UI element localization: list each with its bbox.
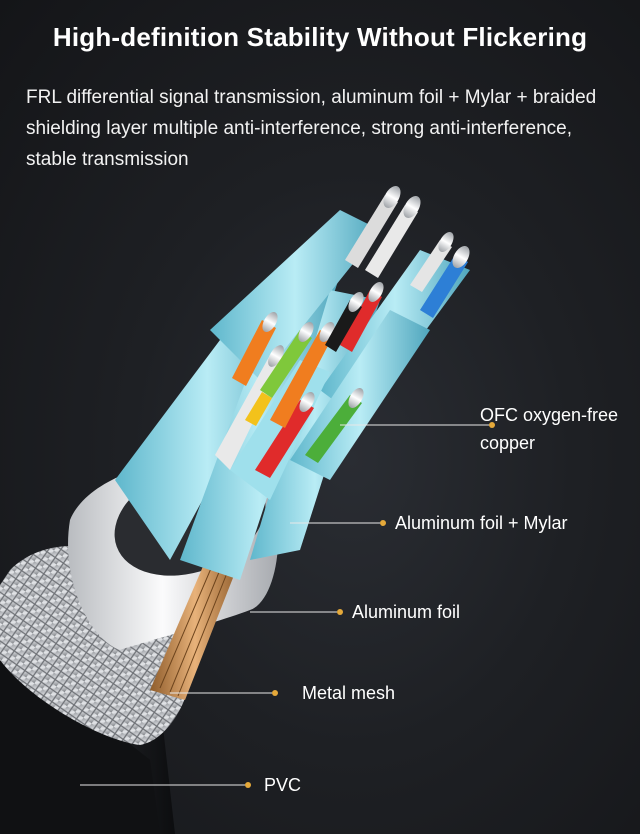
callout-leaders — [80, 422, 495, 788]
callout-ofc-copper: OFC oxygen-free copper — [480, 401, 618, 457]
colored-conductors — [215, 186, 470, 478]
copper-drain-wire — [150, 550, 240, 700]
callout-aluminum-foil: Aluminum foil — [352, 602, 461, 622]
description-text: FRL differential signal transmission, al… — [26, 87, 597, 170]
callout-ofc-line1: OFC oxygen-free — [480, 405, 619, 425]
callout-pvc: PVC — [264, 775, 302, 795]
page-title: High-definition Stability Without Flicke… — [52, 22, 588, 52]
callout-foil-mylar: Aluminum foil + Mylar — [395, 513, 568, 533]
callout-ofc-line2: copper — [480, 433, 536, 453]
callout-metal-mesh: Metal mesh — [302, 683, 396, 703]
